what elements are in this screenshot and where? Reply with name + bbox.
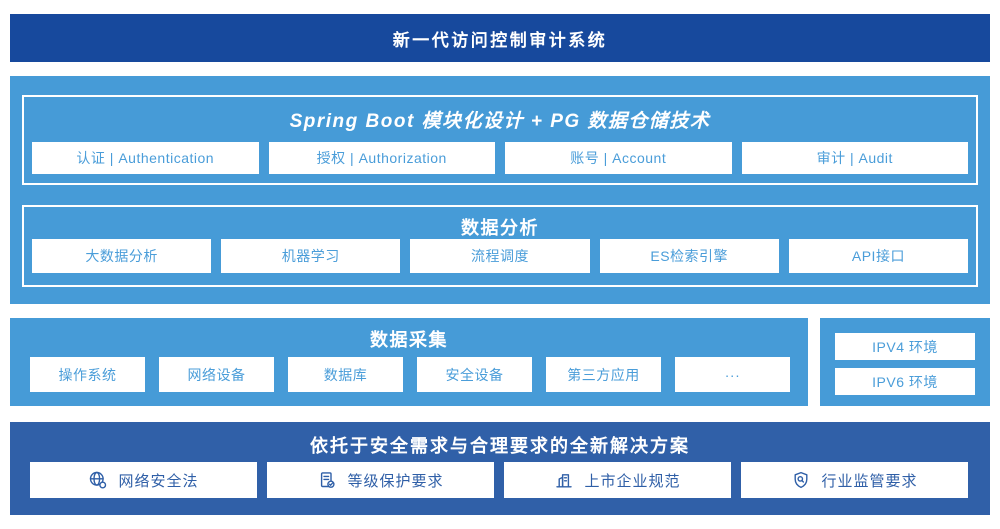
solution-chip-label: 等级保护要求 xyxy=(347,472,444,490)
analysis-row: 大数据分析 机器学习 流程调度 ES检索引擎 API接口 xyxy=(32,239,969,273)
solution-row: 网络安全法 等级保护要求 xyxy=(30,462,968,498)
env-chip-ipv4: IPV4 环境 xyxy=(835,333,975,360)
solution-chip-listed-company: 上市企业规范 xyxy=(504,462,731,498)
collection-chip-more: ··· xyxy=(675,357,790,392)
solution-chip-label: 行业监管要求 xyxy=(821,472,918,490)
solution-section: 依托于安全需求与合理要求的全新解决方案 网络安全法 xyxy=(10,422,990,515)
globe-icon xyxy=(88,470,108,490)
collection-row: 操作系统 网络设备 数据库 安全设备 第三方应用 ··· xyxy=(30,357,790,392)
env-chip-ipv6: IPV6 环境 xyxy=(835,368,975,395)
solution-chip-label: 网络安全法 xyxy=(118,472,199,490)
module-chip-audit: 审计 | Audit xyxy=(741,142,968,174)
modules-box: Spring Boot 模块化设计 + PG 数据仓储技术 认证 | Authe… xyxy=(22,95,978,185)
environments-box: IPV4 环境 IPV6 环境 xyxy=(820,318,990,406)
modules-title: Spring Boot 模块化设计 + PG 数据仓储技术 xyxy=(289,111,711,132)
building-icon xyxy=(554,470,574,490)
modules-row: 认证 | Authentication 授权 | Authorization 账… xyxy=(32,142,968,174)
banner: 新一代访问控制审计系统 xyxy=(10,14,990,62)
analysis-chip-api: API接口 xyxy=(788,239,969,273)
module-chip-authorization: 授权 | Authorization xyxy=(268,142,495,174)
collection-chip-thirdparty: 第三方应用 xyxy=(546,357,661,392)
shield-search-icon xyxy=(791,470,811,490)
solution-title: 依托于安全需求与合理要求的全新解决方案 xyxy=(310,436,690,456)
collection-chip-database: 数据库 xyxy=(288,357,403,392)
analysis-chip-workflow: 流程调度 xyxy=(410,239,590,273)
module-chip-account: 账号 | Account xyxy=(505,142,732,174)
module-chip-authentication: 认证 | Authentication xyxy=(32,142,259,174)
solution-chip-industry-regulation: 行业监管要求 xyxy=(741,462,968,498)
banner-title: 新一代访问控制审计系统 xyxy=(392,30,608,50)
solution-chip-graded-protection: 等级保护要求 xyxy=(267,462,494,498)
analysis-chip-es: ES检索引擎 xyxy=(599,239,779,273)
collection-chip-os: 操作系统 xyxy=(30,357,145,392)
analysis-title: 数据分析 xyxy=(461,218,539,238)
solution-chip-cybersecurity-law: 网络安全法 xyxy=(30,462,257,498)
collection-chip-network-device: 网络设备 xyxy=(159,357,274,392)
analysis-chip-bigdata: 大数据分析 xyxy=(32,239,212,273)
platform-section: Spring Boot 模块化设计 + PG 数据仓储技术 认证 | Authe… xyxy=(10,76,990,304)
collection-chip-security-device: 安全设备 xyxy=(417,357,532,392)
analysis-chip-ml: 机器学习 xyxy=(221,239,401,273)
solution-chip-label: 上市企业规范 xyxy=(584,472,681,490)
collection-title: 数据采集 xyxy=(370,330,448,350)
analysis-box: 数据分析 大数据分析 机器学习 流程调度 ES检索引擎 API接口 xyxy=(22,205,978,287)
document-check-icon xyxy=(317,470,337,490)
collection-section: 数据采集 操作系统 网络设备 数据库 安全设备 第三方应用 ··· xyxy=(10,318,808,406)
